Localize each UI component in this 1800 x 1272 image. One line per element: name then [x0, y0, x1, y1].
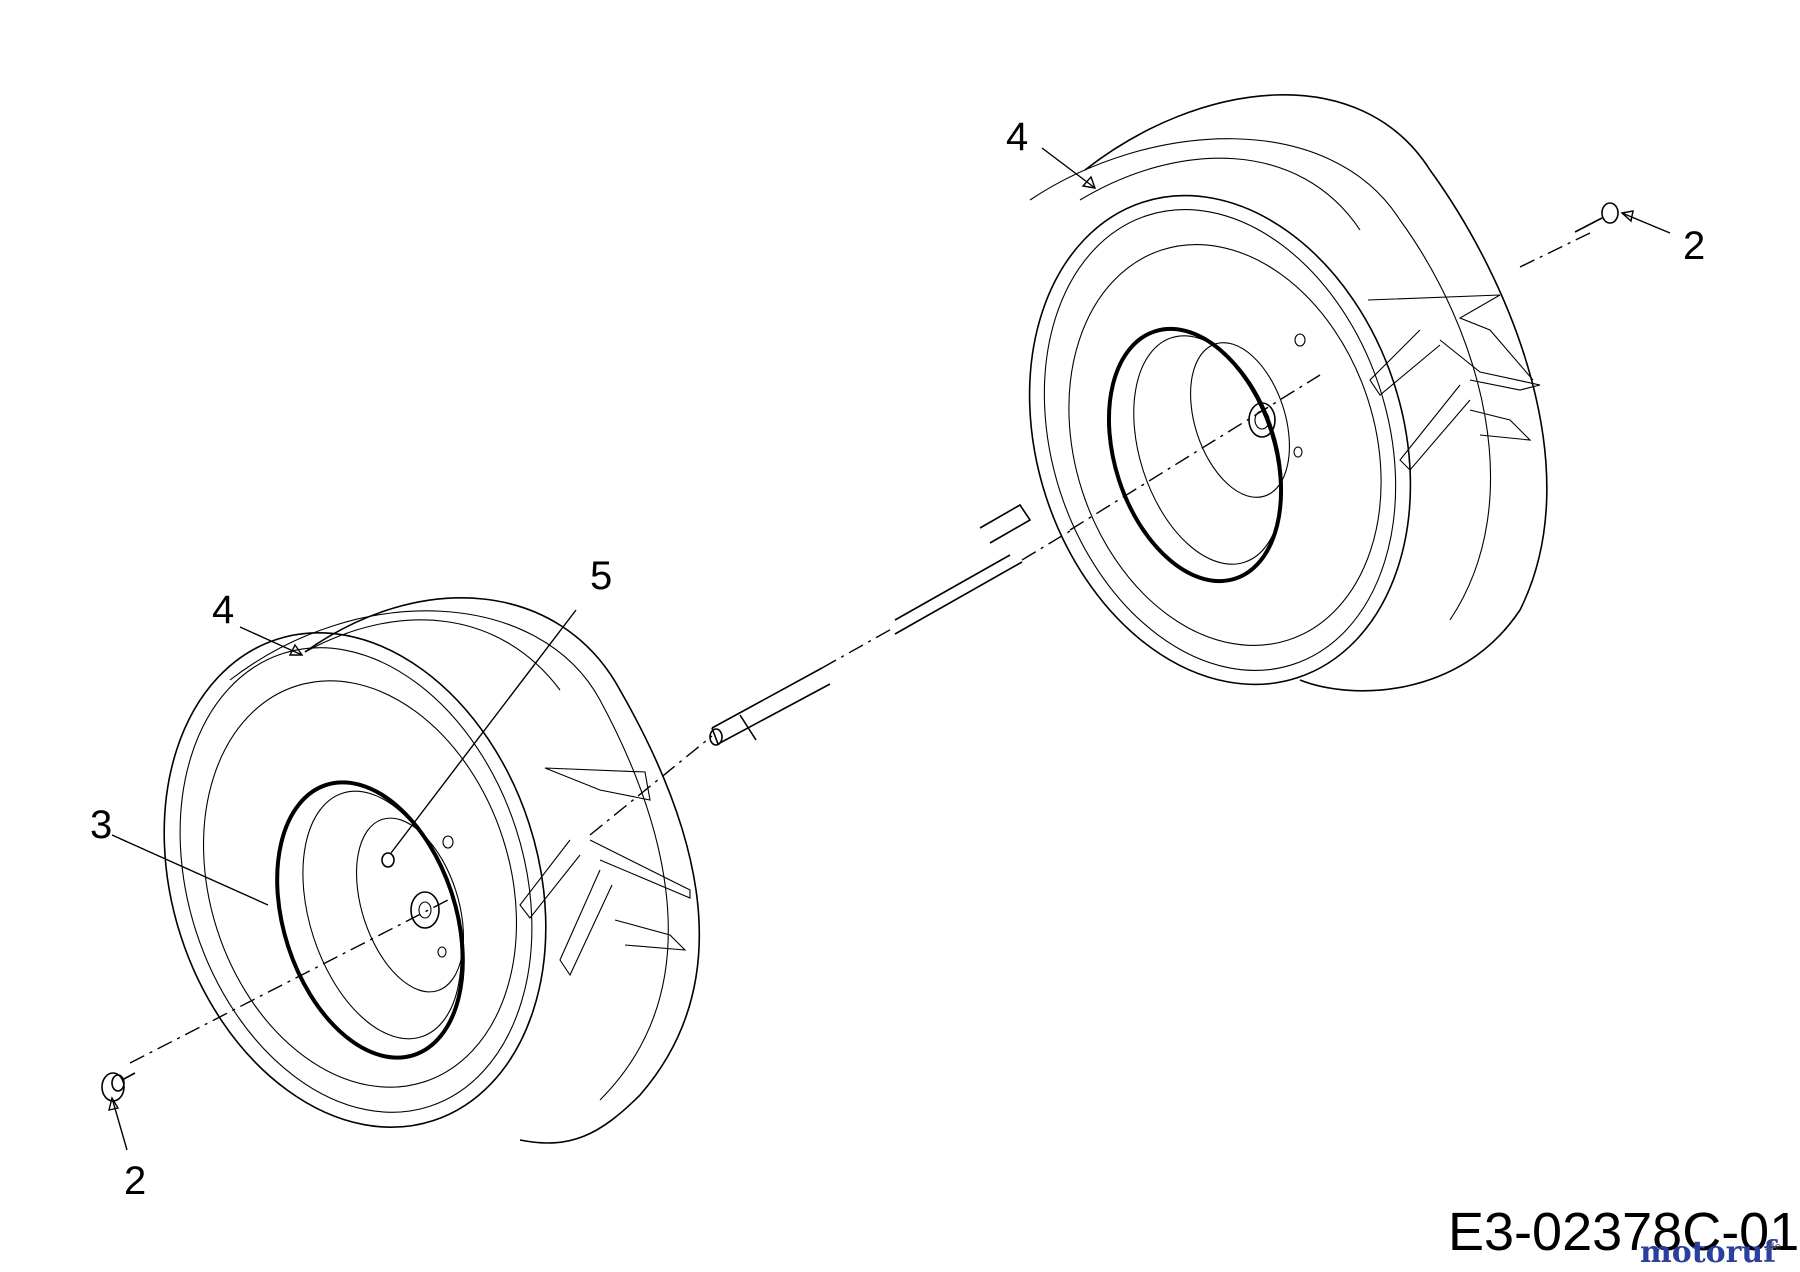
leader-valve-stem [390, 609, 577, 854]
callout-valve-stem: 5 [590, 554, 612, 598]
leader-front-bolt-arrow [108, 1096, 120, 1111]
tire-rear-face-outer [1028, 194, 1412, 686]
bolt-front-head [111, 1074, 125, 1092]
rim-front-inner [302, 790, 462, 1040]
bolt-rear [1574, 202, 1619, 233]
tire-front-tread-line [229, 610, 669, 1101]
tire-front-sidewall [202, 680, 518, 1088]
axle-end-front [711, 667, 831, 745]
tire-rear-tread-line [1029, 138, 1492, 621]
leader-front-tire-arrow [288, 643, 304, 656]
tire-front-face-inner [179, 647, 533, 1113]
rim-rear-hole [1294, 333, 1306, 347]
tread-lug-front [544, 767, 651, 801]
tread-lug-front-4 [559, 869, 613, 977]
callout-rear-tire: 4 [1006, 115, 1028, 159]
rim-front-outer [275, 780, 465, 1060]
leader-lines [108, 147, 1671, 1151]
bolt-rear-shank [1574, 217, 1603, 233]
axle [709, 503, 1032, 746]
hub-rear [1248, 402, 1276, 438]
callout-rear-bolt: 2 [1683, 224, 1705, 268]
watermark-tld: .de [1764, 1240, 1781, 1253]
tire-rear-face-inner [1043, 209, 1397, 671]
drawing-number: E3-02378C-01 [1448, 1202, 1799, 1262]
tread-lug-rear-2 [1369, 329, 1441, 396]
hub-front-bore [418, 901, 432, 919]
leader-rear-tire [1041, 147, 1096, 189]
rim-rear-outer [1106, 326, 1284, 584]
callout-front-bolt-label: 2 [124, 1159, 146, 1203]
leader-rear-tire-arrow [1081, 175, 1097, 189]
tread-lug-front-2 [519, 839, 581, 919]
hub-front [410, 891, 440, 929]
tire-front-back-outline [304, 597, 701, 1144]
rim-rear-center [1190, 342, 1290, 498]
bolt-front-shank [121, 1072, 136, 1081]
rim-rear-inner [1133, 335, 1283, 565]
tire-rear-tread-line-2 [1079, 157, 1361, 231]
tread-lug-front-5 [614, 919, 687, 951]
tread-lug-rear-4 [1399, 384, 1471, 471]
bolt-rear-head [1601, 202, 1619, 224]
tread-lug-rear-3 [1439, 339, 1541, 391]
leader-rear-bolt-arrow [1620, 210, 1634, 223]
tire-front-face-outer [163, 632, 547, 1128]
wheel-assembly-rear [1028, 94, 1548, 692]
valve-stem [381, 852, 395, 868]
tread-lug-rear [1367, 294, 1534, 381]
tread-lug-front-3 [589, 839, 691, 899]
rim-front-hole-2 [437, 946, 447, 958]
bolt-front [101, 1072, 136, 1102]
tire-rear-back-outline [1084, 94, 1548, 692]
tire-rear-sidewall [1068, 244, 1382, 646]
rim-rear-hole-2 [1293, 446, 1303, 458]
leader-rear-bolt [1621, 212, 1671, 234]
callout-front-tire: 4 [212, 588, 234, 632]
tread-lug-rear-5 [1469, 409, 1532, 441]
axle-end-bore [709, 728, 723, 746]
callout-rim: 3 [90, 803, 112, 847]
wheel-assembly-front [163, 597, 701, 1144]
axle-shaft [894, 503, 1032, 635]
watermark-logo: motoruf .de [1640, 1235, 1781, 1270]
leader-rim [111, 834, 269, 906]
leader-front-bolt [111, 1097, 128, 1151]
watermark-brand: motoruf [1640, 1235, 1778, 1270]
rim-front-center [355, 817, 465, 993]
axle-center-line [129, 232, 1591, 1064]
rim-front-hole [442, 835, 454, 849]
